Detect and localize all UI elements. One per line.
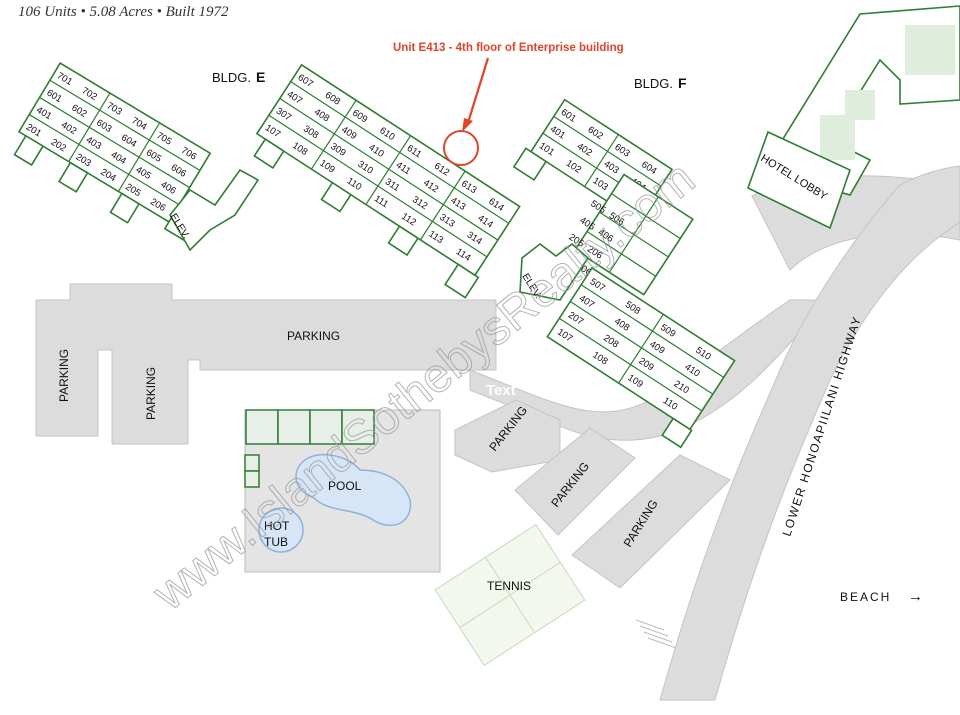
beach-stairs: [635, 619, 677, 649]
parking-main-label: PARKING: [287, 329, 340, 343]
pool: [295, 454, 412, 527]
watermark-stray-text: Text: [486, 382, 516, 399]
building-e-wing2: 6076086096106116126136144074084094104114…: [253, 63, 521, 299]
hot-tub: [258, 507, 304, 553]
building-e-elevator: [169, 168, 260, 252]
beach-label: BEACH: [840, 590, 891, 604]
parking-left-b-label: PARKING: [144, 367, 158, 420]
unit-e413-highlight-circle: [443, 130, 479, 166]
beach-arrow-icon: →: [908, 588, 923, 605]
e-wing1-grid: [28, 79, 201, 206]
parking-left-a-label: PARKING: [57, 349, 71, 402]
bldg-e-prefix: BLDG.: [212, 70, 251, 85]
hotel-lobby-building: [747, 5, 960, 230]
pavement: [35, 165, 960, 701]
building-f-middle: [573, 173, 694, 296]
bldg-f-prefix: BLDG.: [634, 76, 673, 91]
parking-lot-2-shape: [514, 427, 636, 536]
bldg-e-letter: E: [256, 69, 265, 85]
building-f-lower: 5075085095104074084094102072082092101071…: [546, 266, 736, 449]
tennis-court: [434, 523, 586, 667]
highway-road: [659, 165, 960, 701]
parking-main-lot: [35, 283, 497, 445]
hot-tub-label-line2: TUB: [264, 535, 288, 549]
pool-label: POOL: [328, 479, 362, 493]
property-stats: 106 Units • 5.08 Acres • Built 1972: [18, 4, 229, 20]
tennis-label: TENNIS: [487, 579, 531, 593]
annotation-arrowhead: [462, 118, 473, 132]
hot-tub-label-line1: HOT: [264, 519, 290, 533]
annotation-arrow: [465, 57, 490, 127]
cabanas: [244, 409, 375, 488]
building-f-elevator: [519, 242, 590, 301]
unit-annotation: Unit E413 - 4th floor of Enterprise buil…: [393, 42, 624, 54]
parking-lot-3-shape: [571, 454, 731, 589]
bldg-f-letter: F: [678, 75, 687, 91]
